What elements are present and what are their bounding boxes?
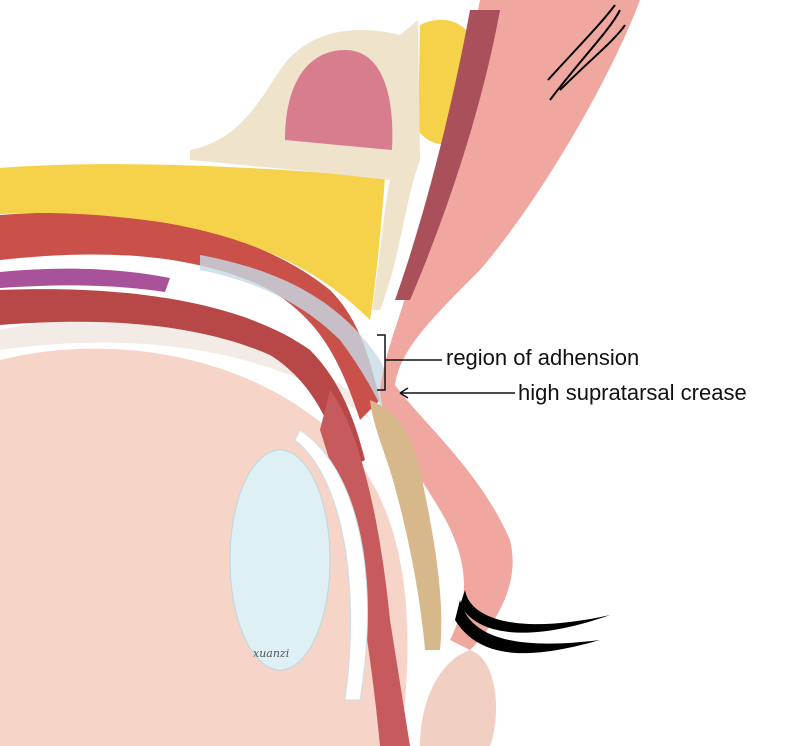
orbicularis-muscle <box>395 10 500 300</box>
orbital-fat <box>0 164 385 320</box>
orbital-septum <box>200 255 420 470</box>
label-high-supratarsal-crease: high supratarsal crease <box>518 380 747 405</box>
artist-signature: xuanzi <box>253 647 290 660</box>
cornea <box>294 429 368 701</box>
eyebrow-hairs <box>547 4 626 101</box>
muscle-purple-band <box>0 268 170 292</box>
label-region-of-adhesion: region of adhension <box>446 345 640 370</box>
upper-eyelashes <box>455 590 610 654</box>
rectus-muscle <box>0 289 365 470</box>
lower-eyelid <box>420 650 496 746</box>
tarsal-plate <box>370 400 442 650</box>
adhesion-bracket <box>377 334 442 391</box>
lens <box>229 449 331 671</box>
crease-arrow <box>399 387 515 399</box>
levator-muscle <box>0 212 380 420</box>
frontal-sinus <box>285 50 393 150</box>
